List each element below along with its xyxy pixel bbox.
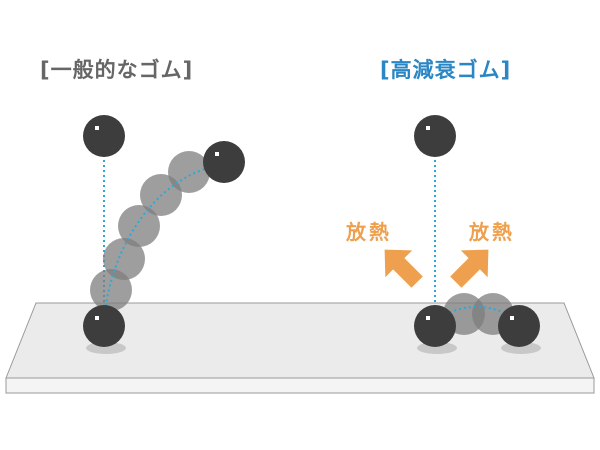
arrow-up-icon — [371, 236, 430, 295]
general-rubber-label: [一般的なゴム] — [40, 54, 193, 84]
ball-icon — [83, 115, 125, 157]
heat-release-label-right: 放熱 — [469, 216, 515, 245]
ball-icon — [498, 305, 540, 347]
ball-icon — [414, 115, 456, 157]
heat-release-label-left: 放熱 — [346, 216, 392, 245]
ball-icon — [414, 305, 456, 347]
bounce-trail — [90, 151, 210, 311]
high-damping-rubber-label: [高減衰ゴム] — [380, 54, 511, 84]
ball-icon — [203, 141, 245, 183]
arrow-up-icon — [442, 236, 501, 295]
ball-icon — [83, 305, 125, 347]
